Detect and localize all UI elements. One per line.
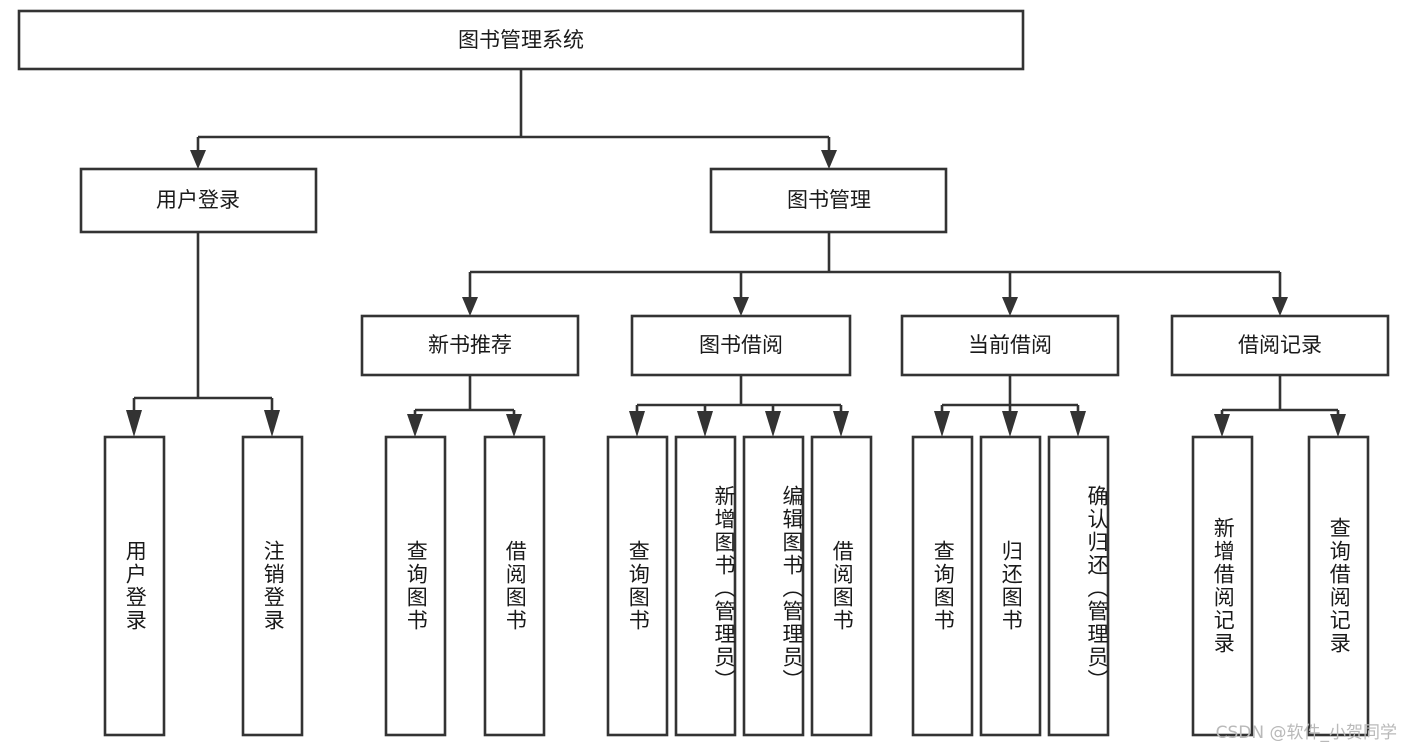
arrow-head-icon: [697, 411, 713, 437]
node-current-borrow-box[interactable]: [900, 314, 1120, 377]
node-user-login-box[interactable]: [79, 167, 318, 234]
node-root-box[interactable]: [17, 9, 1025, 71]
arrow-head-icon: [462, 297, 478, 316]
arrow-head-icon: [126, 410, 142, 437]
arrow-head-icon: [833, 411, 849, 437]
leaf-box-user-login[interactable]: [103, 435, 166, 737]
arrow-head-icon: [821, 150, 837, 169]
leaf-box-add-borrow-record[interactable]: [1191, 435, 1254, 737]
arrow-head-icon: [629, 411, 645, 437]
arrow-head-icon: [765, 411, 781, 437]
leaf-box-query-borrow-record[interactable]: [1307, 435, 1370, 737]
node-book-borrow-label: 图书借阅: [699, 333, 783, 357]
leaf-box-edit-book-admin[interactable]: [742, 435, 805, 737]
leaf-box-query-book-1[interactable]: [384, 435, 447, 737]
arrow-head-icon: [264, 410, 280, 437]
node-root-label: 图书管理系统: [458, 28, 584, 52]
arrow-head-icon: [1070, 411, 1086, 437]
leaf-box-logout[interactable]: [241, 435, 304, 737]
leaf-box-query-book-3[interactable]: [911, 435, 974, 737]
node-book-management-label: 图书管理: [787, 188, 871, 212]
node-current-borrow-label: 当前借阅: [968, 333, 1052, 357]
node-new-book-recommend-box[interactable]: [360, 314, 580, 377]
arrow-head-icon: [190, 150, 206, 169]
arrow-head-icon: [407, 414, 423, 437]
leaf-box-return-book[interactable]: [979, 435, 1042, 737]
leaf-box-add-book-admin[interactable]: [674, 435, 737, 737]
node-user-login-label: 用户登录: [156, 188, 240, 212]
edge-group: [126, 69, 1346, 437]
node-group: 图书管理系统 用户登录 图书管理 新书推荐 图书借阅 当前借阅 借阅记录: [17, 9, 1390, 737]
node-book-management-box[interactable]: [709, 167, 948, 234]
leaf-box-confirm-return-admin[interactable]: [1047, 435, 1110, 737]
node-new-book-recommend-label: 新书推荐: [428, 333, 512, 357]
watermark-text: CSDN @软件_小贺同学: [1215, 723, 1397, 743]
arrow-head-icon: [1330, 414, 1346, 437]
arrow-head-icon: [506, 414, 522, 437]
node-book-borrow-box[interactable]: [630, 314, 852, 377]
node-borrow-record-label: 借阅记录: [1238, 333, 1322, 357]
arrow-head-icon: [1272, 297, 1288, 316]
leaf-box-borrow-book-1[interactable]: [483, 435, 546, 737]
leaf-box-borrow-book-2[interactable]: [810, 435, 873, 737]
arrow-head-icon: [1214, 414, 1230, 437]
arrow-head-icon: [1002, 297, 1018, 316]
leaf-box-query-book-2[interactable]: [606, 435, 669, 737]
arrow-head-icon: [934, 411, 950, 437]
node-borrow-record-box[interactable]: [1170, 314, 1390, 377]
arrow-head-icon: [733, 297, 749, 316]
arrow-head-icon: [1002, 411, 1018, 437]
